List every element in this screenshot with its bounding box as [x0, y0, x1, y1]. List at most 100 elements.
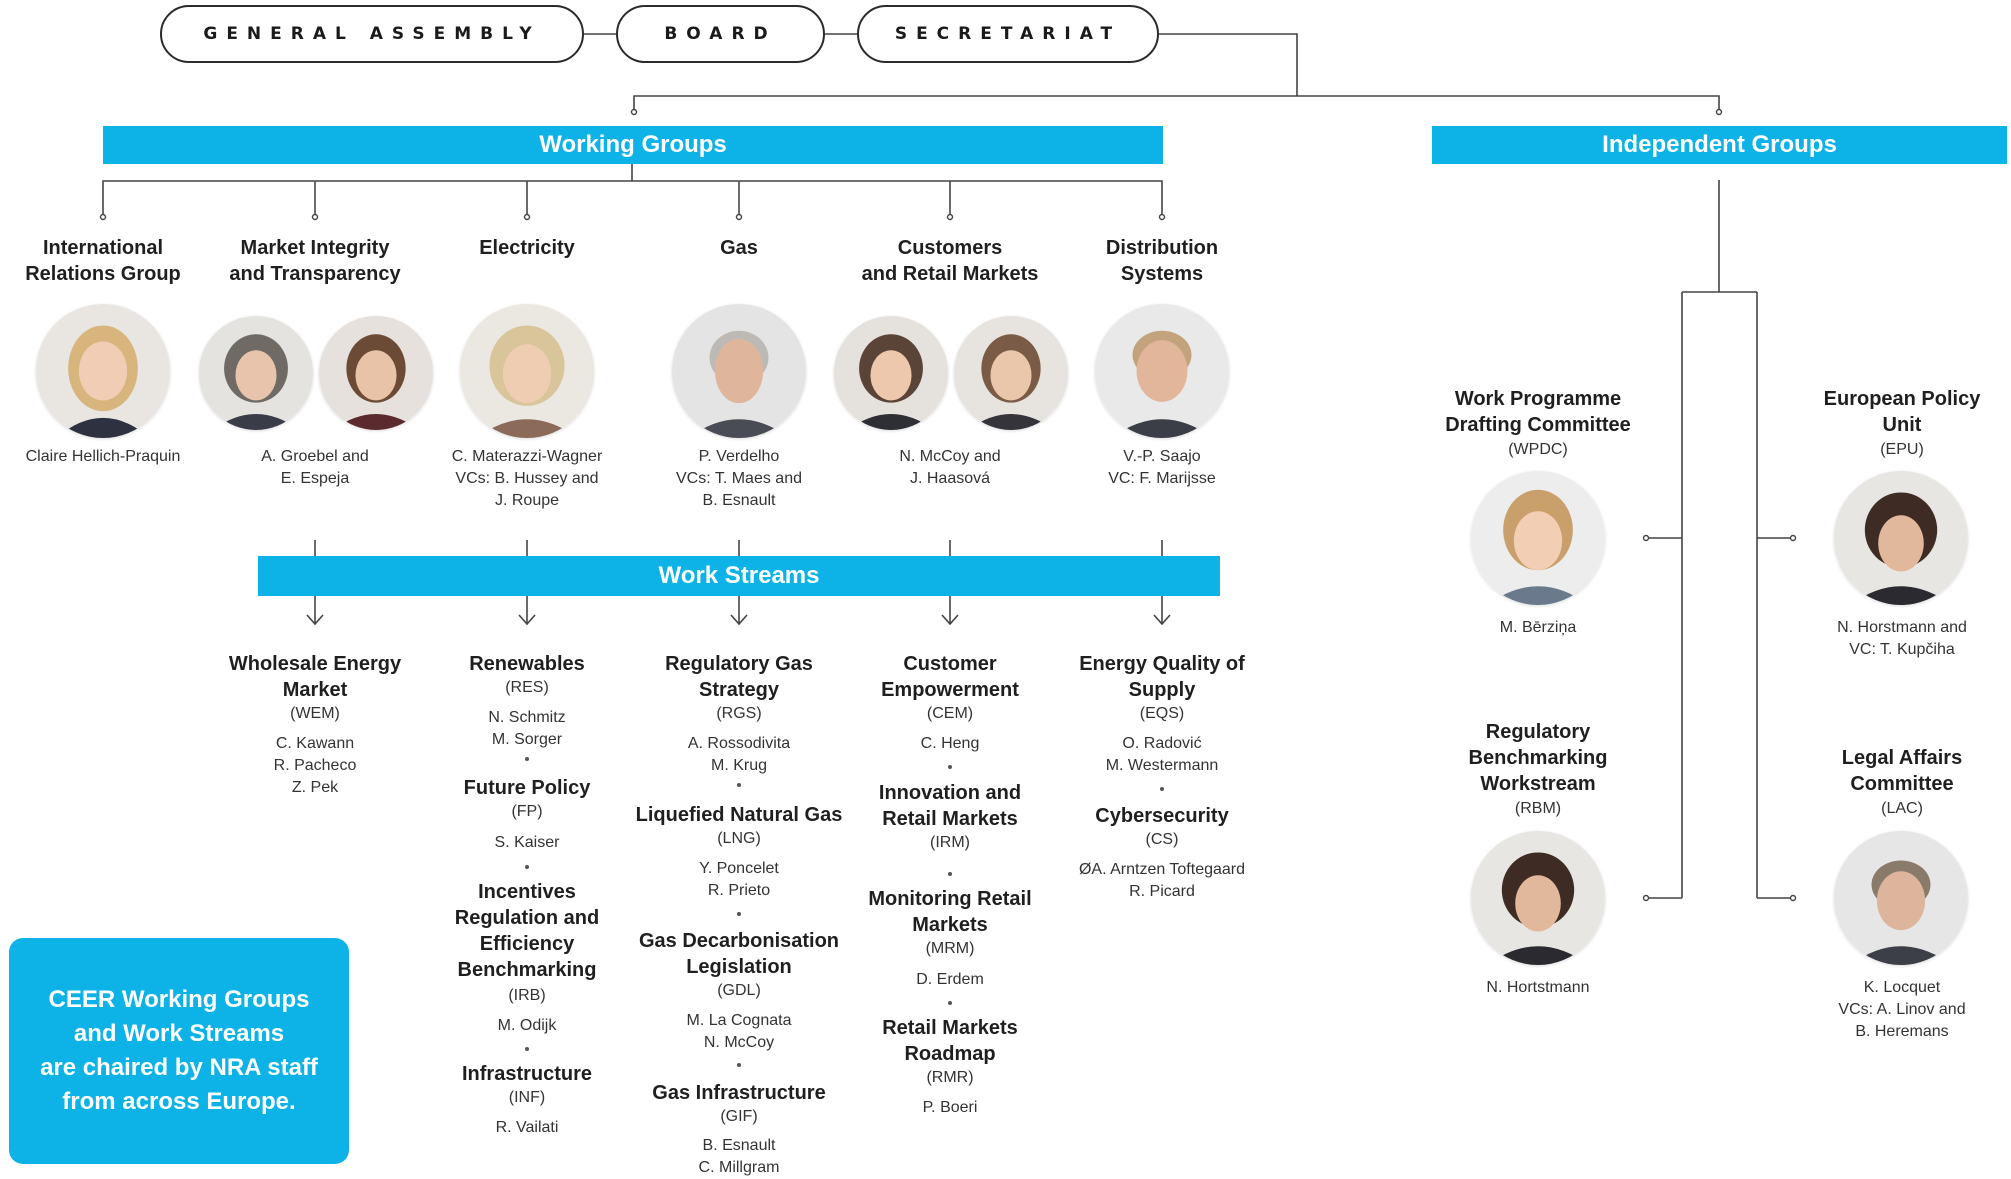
person-photo — [1095, 304, 1229, 438]
group-title-line: Relations Group — [25, 263, 181, 285]
group-title-line: Distribution — [1105, 237, 1219, 259]
group-title-line: Workstream — [1480, 773, 1596, 795]
person-photo — [1834, 471, 1968, 605]
person-name: N. Schmitz — [488, 709, 566, 726]
stream-title-line: Strategy — [698, 679, 780, 701]
person-name: B. Heremans — [1855, 1023, 1949, 1040]
separator-dot — [525, 757, 529, 761]
group-title-line: Drafting Committee — [1445, 414, 1631, 436]
group-title-line: European Policy — [1823, 388, 1981, 410]
person-name: A. Rossodivita — [687, 735, 791, 752]
person-name: M. Krug — [710, 757, 767, 774]
stream-title-line: Market — [282, 679, 348, 701]
person-name: K. Locquet — [1863, 979, 1941, 996]
info-note-text: CEER Working Groups and Work Streams are… — [40, 986, 318, 1115]
group-title-line: Benchmarking — [1468, 747, 1608, 769]
group-title-line: International — [42, 237, 163, 259]
person-name: Claire Hellich-Praquin — [25, 448, 181, 465]
separator-dot — [737, 783, 741, 787]
person-photo — [199, 316, 313, 430]
group-title-line: Electricity — [479, 237, 575, 259]
person-name: Z. Pek — [291, 779, 339, 796]
stream-title-line: Incentives — [478, 881, 576, 903]
independent-groups-banner: Independent Groups — [1432, 126, 2007, 164]
stream-abbreviation: (CS) — [1145, 831, 1179, 848]
stream-abbreviation: (RGS) — [716, 705, 762, 722]
working-groups-banner: Working Groups — [103, 126, 1163, 164]
group-abbreviation: (WPDC) — [1508, 441, 1568, 458]
person-photo — [1471, 831, 1605, 965]
person-name: M. Westermann — [1105, 757, 1219, 774]
stream-abbreviation: (RMR) — [926, 1069, 974, 1086]
stream-title-line: Regulation and — [454, 907, 600, 929]
group-title-line: Unit — [1882, 414, 1922, 436]
person-name: J. Haasová — [909, 470, 991, 487]
person-name: N. Hortstmann — [1486, 979, 1590, 996]
general-assembly-box: GENERAL ASSEMBLY — [160, 5, 584, 63]
stream-title-line: Future Policy — [463, 777, 591, 799]
person-name: Y. Poncelet — [699, 860, 779, 877]
person-name: N. McCoy and — [899, 448, 1001, 465]
person-name: VC: T. Kupčiha — [1849, 641, 1955, 658]
stream-title-line: Efficiency — [479, 933, 575, 955]
person-name: C. Kawann — [275, 735, 355, 752]
person-name: M. Bērziņa — [1499, 619, 1577, 636]
stream-abbreviation: (LNG) — [717, 830, 761, 847]
person-name: P. Verdelho — [698, 448, 780, 465]
stream-title-line: Supply — [1128, 679, 1196, 701]
person-photo — [1834, 831, 1968, 965]
stream-title-line: Gas Infrastructure — [652, 1082, 826, 1104]
group-abbreviation: (LAC) — [1881, 800, 1923, 817]
stream-abbreviation: (MRM) — [925, 940, 975, 957]
person-name: M. La Cognata — [686, 1012, 792, 1029]
group-title-line: Customers — [897, 237, 1003, 259]
person-name: D. Erdem — [916, 971, 984, 988]
person-name: VCs: A. Linov and — [1838, 1001, 1966, 1018]
person-name: J. Roupe — [494, 492, 560, 509]
separator-dot — [525, 865, 529, 869]
person-photo — [1471, 471, 1605, 605]
stream-title-line: Legislation — [686, 956, 792, 978]
person-photo — [834, 316, 948, 430]
person-name: E. Espeja — [280, 470, 350, 487]
stream-title-line: Regulatory Gas — [665, 653, 813, 675]
stream-abbreviation: (RES) — [505, 679, 549, 696]
person-name: A. Groebel and — [261, 448, 369, 465]
person-name: R. Prieto — [707, 882, 771, 899]
group-title-line: Gas — [720, 237, 758, 259]
board-box: BOARD — [616, 5, 825, 63]
person-name: V.-P. Saajo — [1123, 448, 1201, 465]
group-abbreviation: (EPU) — [1880, 441, 1924, 458]
stream-abbreviation: (EQS) — [1139, 705, 1185, 722]
group-title-line: Legal Affairs — [1841, 747, 1963, 769]
person-name: C. Millgram — [698, 1159, 780, 1176]
person-photo — [36, 304, 170, 438]
stream-abbreviation: (GDL) — [717, 982, 761, 999]
person-name: R. Pacheco — [273, 757, 357, 774]
separator-dot — [737, 1063, 741, 1067]
secretariat-box: SECRETARIAT — [857, 5, 1159, 63]
separator-dot — [737, 912, 741, 916]
person-name: M. Sorger — [491, 731, 563, 748]
stream-abbreviation: (CEM) — [926, 705, 974, 722]
person-name: B. Esnault — [702, 1137, 776, 1154]
person-name: ØA. Arntzen Toftegaard — [1078, 861, 1246, 878]
stream-abbreviation: (IRM) — [930, 834, 970, 851]
person-name: O. Radović — [1122, 735, 1202, 752]
group-abbreviation: (RBM) — [1514, 800, 1562, 817]
stream-title-line: Markets — [912, 914, 988, 936]
person-name: B. Esnault — [702, 492, 776, 509]
person-name: P. Boeri — [922, 1099, 978, 1116]
stream-abbreviation: (FP) — [511, 803, 543, 820]
person-name: N. Horstmann and — [1837, 619, 1967, 636]
person-name: R. Picard — [1129, 883, 1195, 900]
separator-dot — [525, 1047, 529, 1051]
person-photo — [460, 304, 594, 438]
stream-title-line: Innovation and — [878, 782, 1022, 804]
stream-abbreviation: (IRB) — [508, 987, 546, 1004]
person-photo — [672, 304, 806, 438]
stream-title-line: Cybersecurity — [1095, 805, 1229, 827]
person-name: C. Heng — [920, 735, 980, 752]
group-title-line: Committee — [1850, 773, 1954, 795]
